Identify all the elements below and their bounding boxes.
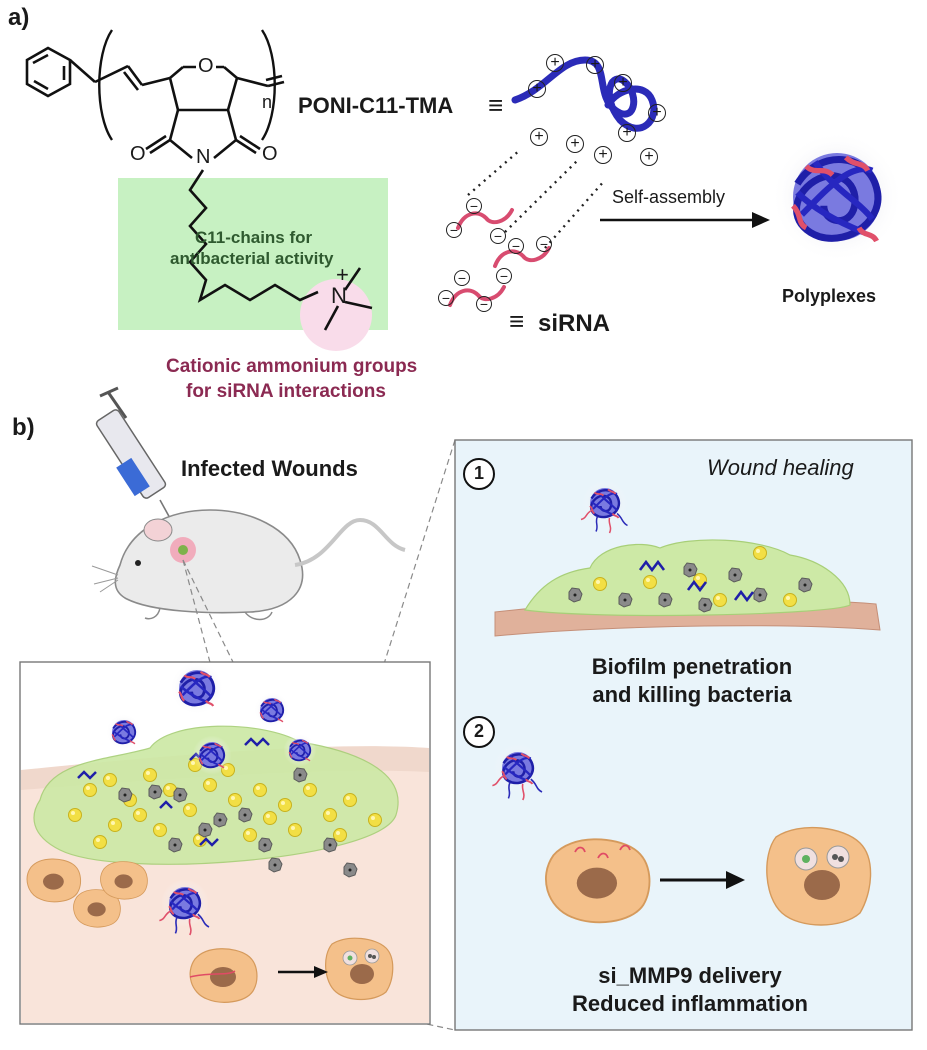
minus-charge: − <box>466 198 482 214</box>
benzene-ring <box>25 46 72 98</box>
wound-healing-title: Wound healing <box>707 455 854 480</box>
sirna-equiv: ≡ <box>509 306 525 336</box>
right-bracket <box>260 29 276 141</box>
plus-charge: + <box>528 80 546 98</box>
plus-charge: + <box>618 124 636 142</box>
mouse-illustration <box>91 509 406 621</box>
subscript-n: n <box>262 92 273 112</box>
plus-charge: + <box>640 148 658 166</box>
plus-charge: + <box>546 54 564 72</box>
ammonium-nitrogen: N <box>331 283 347 308</box>
step1-line2: and killing bacteria <box>592 682 792 707</box>
carbonyl-oxygen-right: O <box>262 143 278 165</box>
infected-wounds-title: Infected Wounds <box>181 456 358 481</box>
self-assembly-arrow <box>600 212 770 228</box>
minus-charge: − <box>454 270 470 286</box>
step1-circle <box>463 458 495 490</box>
ammonium-plus: + <box>336 262 349 287</box>
plus-charge: + <box>530 128 548 146</box>
panel-b-label: b) <box>12 414 35 441</box>
minus-charge: − <box>476 296 492 312</box>
minus-charge: − <box>536 236 552 252</box>
minus-charge: − <box>438 290 454 306</box>
big-polyplex <box>771 131 903 263</box>
left-bracket <box>98 29 114 141</box>
c11-note-line2: antibacterial activity <box>170 249 334 268</box>
step1-number: 1 <box>473 463 484 483</box>
step1-line1: Biofilm penetration <box>591 654 793 679</box>
step2-illustration <box>492 744 872 926</box>
interaction-dots <box>467 149 606 249</box>
plus-charge: + <box>594 146 612 164</box>
step2-circle <box>463 716 495 748</box>
plus-charge: + <box>648 104 666 122</box>
minus-charge: − <box>446 222 462 238</box>
sirna-label: siRNA <box>538 310 611 337</box>
carbonyl-oxygen-left: O <box>130 143 146 165</box>
polyplexes-label: Polyplexes <box>782 286 877 306</box>
ammonium-highlight-circle <box>300 279 372 351</box>
step2-line1: si_MMP9 delivery <box>598 963 782 988</box>
minus-charge: − <box>496 268 512 284</box>
step2-line2: Reduced inflammation <box>572 991 808 1016</box>
wound-box <box>19 661 431 1025</box>
step1-illustration <box>494 481 881 637</box>
panel-a-label: a) <box>8 4 30 31</box>
minus-charge: − <box>490 228 506 244</box>
minus-charge: − <box>508 238 524 254</box>
cationic-note-line2: for siRNA interactions <box>186 381 386 402</box>
sirna-strands <box>448 208 551 307</box>
ring-oxygen-atom: O <box>196 55 216 78</box>
self-assembly-label: Self-assembly <box>612 187 726 207</box>
c11-note-line1: C11-chains for <box>195 228 313 247</box>
imide-nitrogen-atom: N <box>196 146 211 168</box>
plus-charge: + <box>614 74 632 92</box>
plus-charge: + <box>566 135 584 153</box>
step2-number: 2 <box>473 721 484 741</box>
plus-charge: + <box>586 56 604 74</box>
polymer-backbone <box>69 59 373 331</box>
polymer-name: PONI-C11-TMA <box>298 93 454 118</box>
polymer-equiv: ≡ <box>488 90 504 120</box>
wound-healing-panel <box>454 439 913 1031</box>
cationic-note-line1: Cationic ammonium groups <box>166 356 418 377</box>
